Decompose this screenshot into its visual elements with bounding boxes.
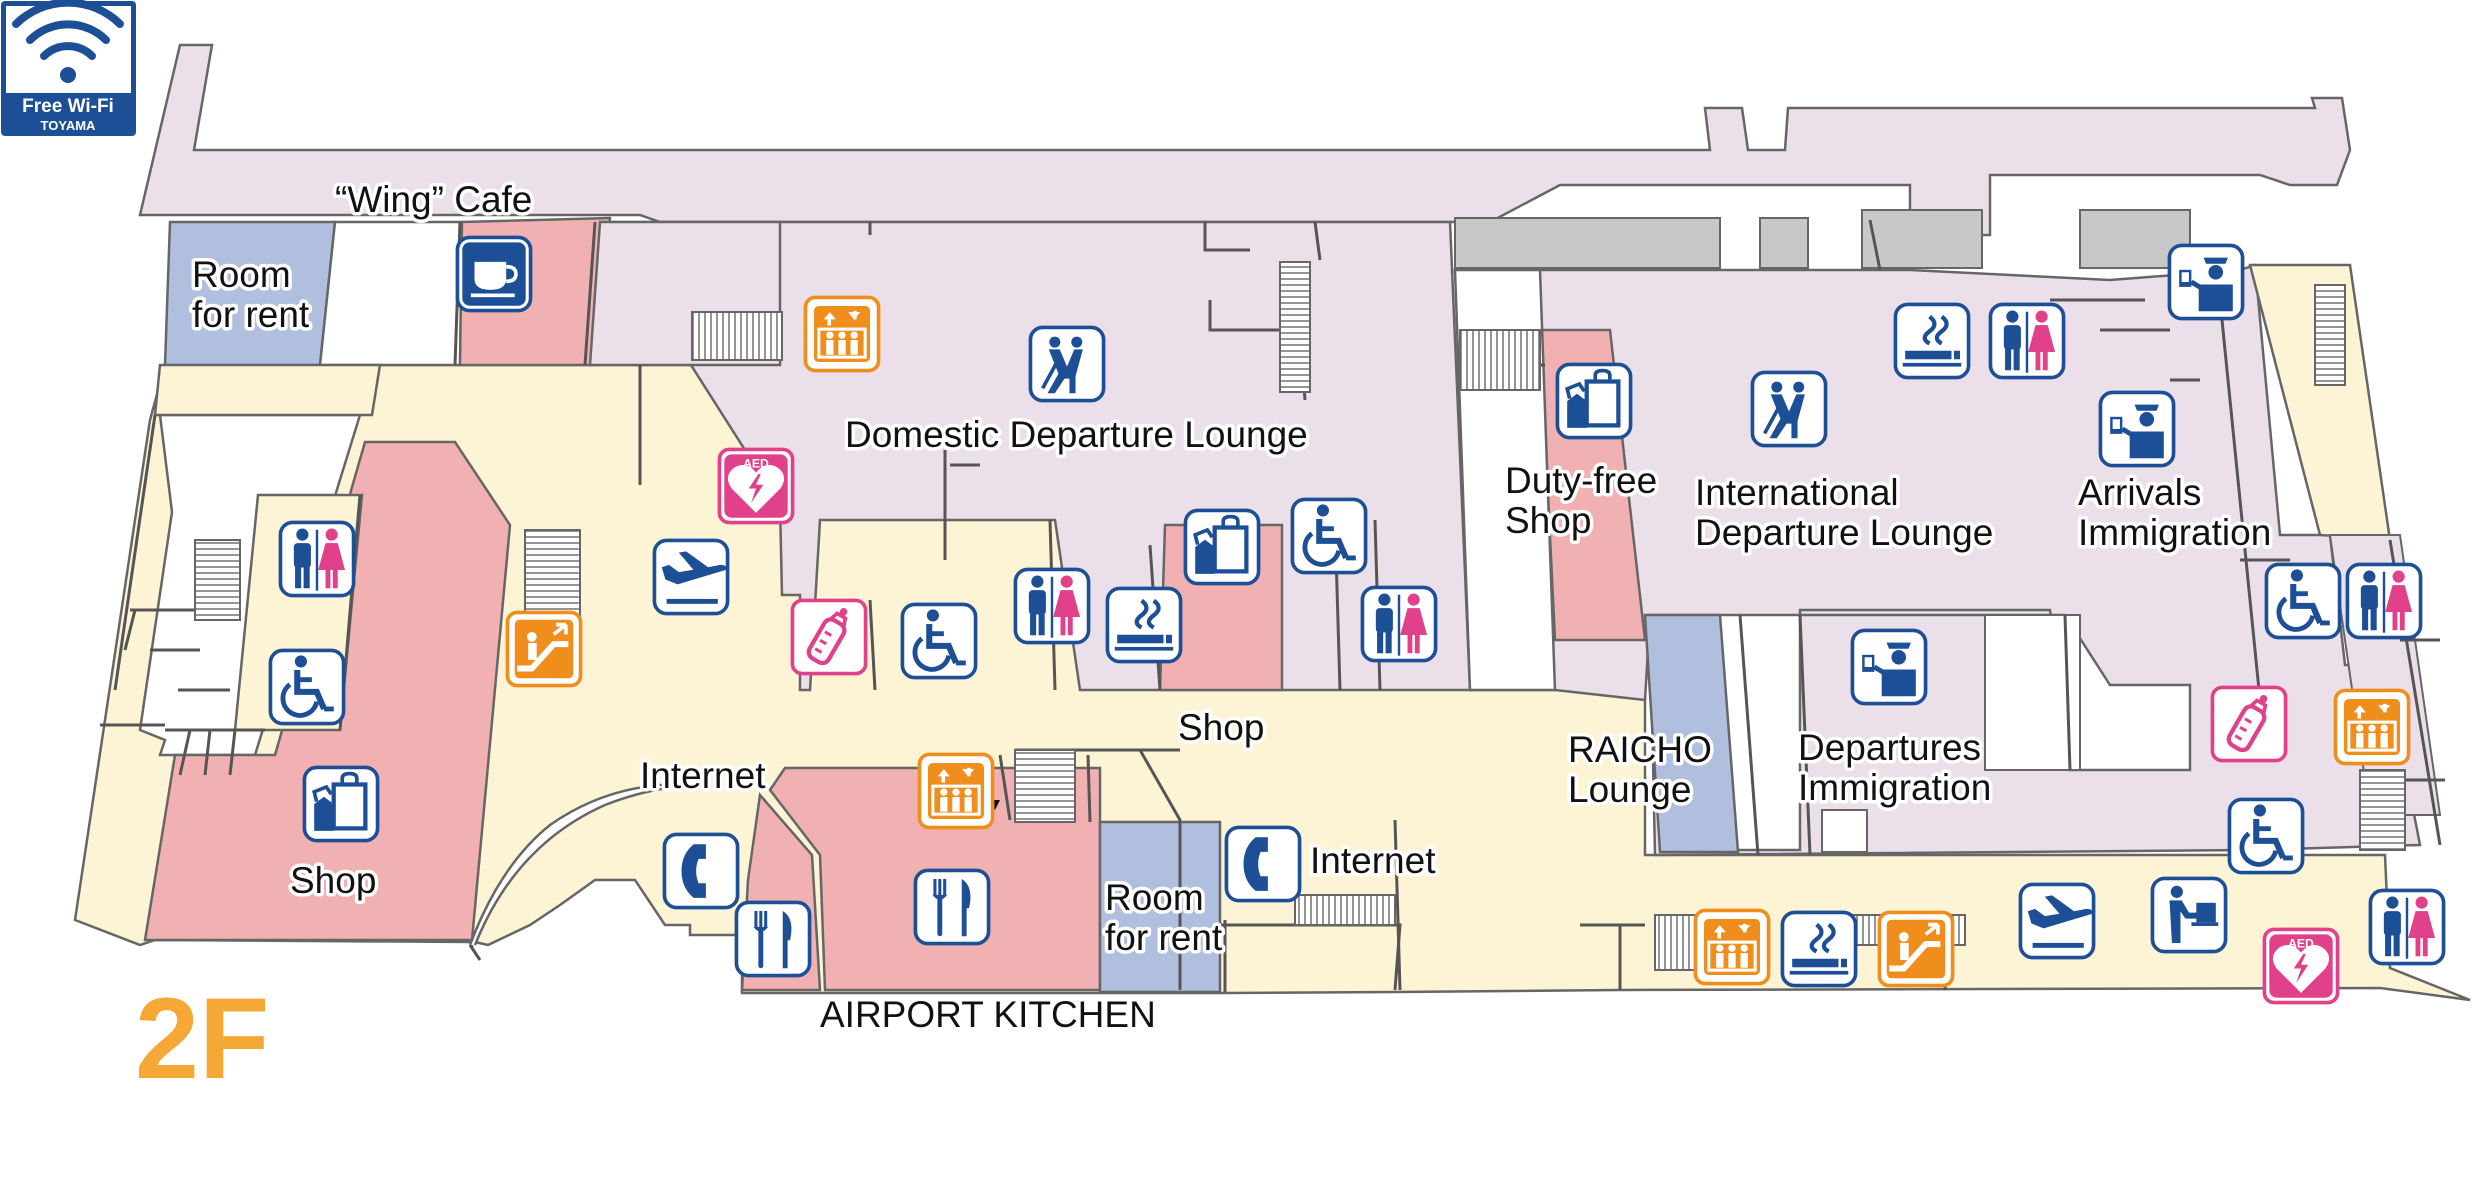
- service-block: [1759, 217, 1809, 269]
- room-for-rent-left-label: Room: [192, 254, 291, 295]
- restroom-icon: [278, 520, 356, 598]
- restroom-icon: [1013, 567, 1091, 645]
- international-lounge-label: International: [1695, 472, 1899, 513]
- map-labels: “Wing” Cafe Room for rent Domestic Depar…: [189, 176, 2275, 1039]
- room-for-rent-center-label: for rent: [1105, 917, 1223, 958]
- nursing-bottle-icon: [2212, 687, 2285, 760]
- departure-icon: [2018, 882, 2096, 960]
- aed-icon: [717, 447, 795, 525]
- upper-corridor: [138, 43, 2352, 237]
- international-lounge-label: Departure Lounge: [1695, 512, 1993, 553]
- internet-left-label: Internet: [640, 755, 766, 796]
- telephone-icon: [662, 832, 740, 910]
- elevator-icon: [803, 295, 881, 373]
- restaurant-icon: [913, 868, 991, 946]
- smoking-area-icon: [1782, 912, 1855, 985]
- baggage-check-icon: [2150, 876, 2228, 954]
- arrivals-immigration-label: Arrivals: [2078, 472, 2201, 513]
- raicho-lounge-label: RAICHO: [1568, 729, 1712, 770]
- telephone-icon: [1224, 825, 1302, 903]
- shop-center-label: Shop: [1178, 707, 1264, 748]
- service-block: [1454, 217, 1721, 269]
- elevator-icon: [2333, 688, 2411, 766]
- departures-room: [1984, 614, 2081, 771]
- smoking-area-icon: [1107, 588, 1180, 661]
- internet-right-label: Internet: [1310, 840, 1436, 881]
- smoking-area-icon: [1895, 304, 1968, 377]
- wheelchair-icon: [1292, 499, 1365, 572]
- arrivals-immigration-label: Immigration: [2078, 512, 2271, 553]
- raicho-lounge-area: [1643, 613, 1740, 854]
- service-block: [1861, 209, 1983, 269]
- wing-cafe-area: [318, 220, 464, 367]
- restroom-icon: [1360, 585, 1438, 663]
- shopping-bag-icon: [1557, 364, 1630, 437]
- wing-cafe-label: “Wing” Cafe: [335, 179, 532, 220]
- corridor-strip: [153, 363, 382, 417]
- room-for-rent-center: [1098, 820, 1222, 994]
- shop-left-label: Shop: [290, 860, 376, 901]
- duty-free-label: Shop: [1505, 500, 1591, 541]
- elevator-icon: [917, 752, 995, 830]
- restroom-icon: [1988, 302, 2066, 380]
- floor-label: 2F: [135, 975, 269, 1103]
- escalator-icon: [507, 612, 580, 685]
- cafe-icon: [455, 235, 533, 313]
- departure-icon: [652, 538, 730, 616]
- wheelchair-icon: [2229, 799, 2302, 872]
- wheelchair-icon: [902, 604, 975, 677]
- nursing-bottle-icon: [792, 600, 865, 673]
- aed-icon: [2262, 927, 2340, 1005]
- restroom-icon: [2368, 888, 2446, 966]
- raicho-lounge-label: Lounge: [1568, 769, 1691, 810]
- immigration-officer-icon: [2100, 392, 2173, 465]
- room-for-rent-left-label: for rent: [192, 294, 310, 335]
- shopping-bag-icon: [1185, 510, 1258, 583]
- shopping-bag-icon: [304, 767, 377, 840]
- departures-immigration-label: Departures: [1798, 727, 1981, 768]
- room-for-rent-center-label: Room: [1105, 877, 1204, 918]
- elevator-icon: [1693, 908, 1771, 986]
- wheelchair-icon: [270, 650, 343, 723]
- security-check-icon: [1028, 325, 1106, 403]
- domestic-lounge-label: Domestic Departure Lounge: [845, 414, 1308, 455]
- immigration-officer-icon: [1852, 630, 1925, 703]
- wifi-icon: [12, 0, 124, 83]
- departures-room: [1821, 809, 1868, 853]
- immigration-officer-icon: [2169, 245, 2242, 318]
- wifi-badge[interactable]: Free Wi-Fi TOYAMA: [1, 0, 136, 136]
- departures-immigration-label: Immigration: [1798, 767, 1991, 808]
- airport-kitchen-label: AIRPORT KITCHEN: [820, 994, 1156, 1035]
- restaurant-icon: [734, 900, 812, 978]
- escalator-icon: [1879, 912, 1952, 985]
- wifi-subtitle: TOYAMA: [41, 118, 97, 133]
- security-check-icon: [1750, 370, 1828, 448]
- wheelchair-icon: [2266, 564, 2339, 637]
- restroom-icon: [2345, 562, 2423, 640]
- wifi-title: Free Wi-Fi: [22, 96, 114, 117]
- duty-free-label: Duty-free: [1505, 460, 1657, 501]
